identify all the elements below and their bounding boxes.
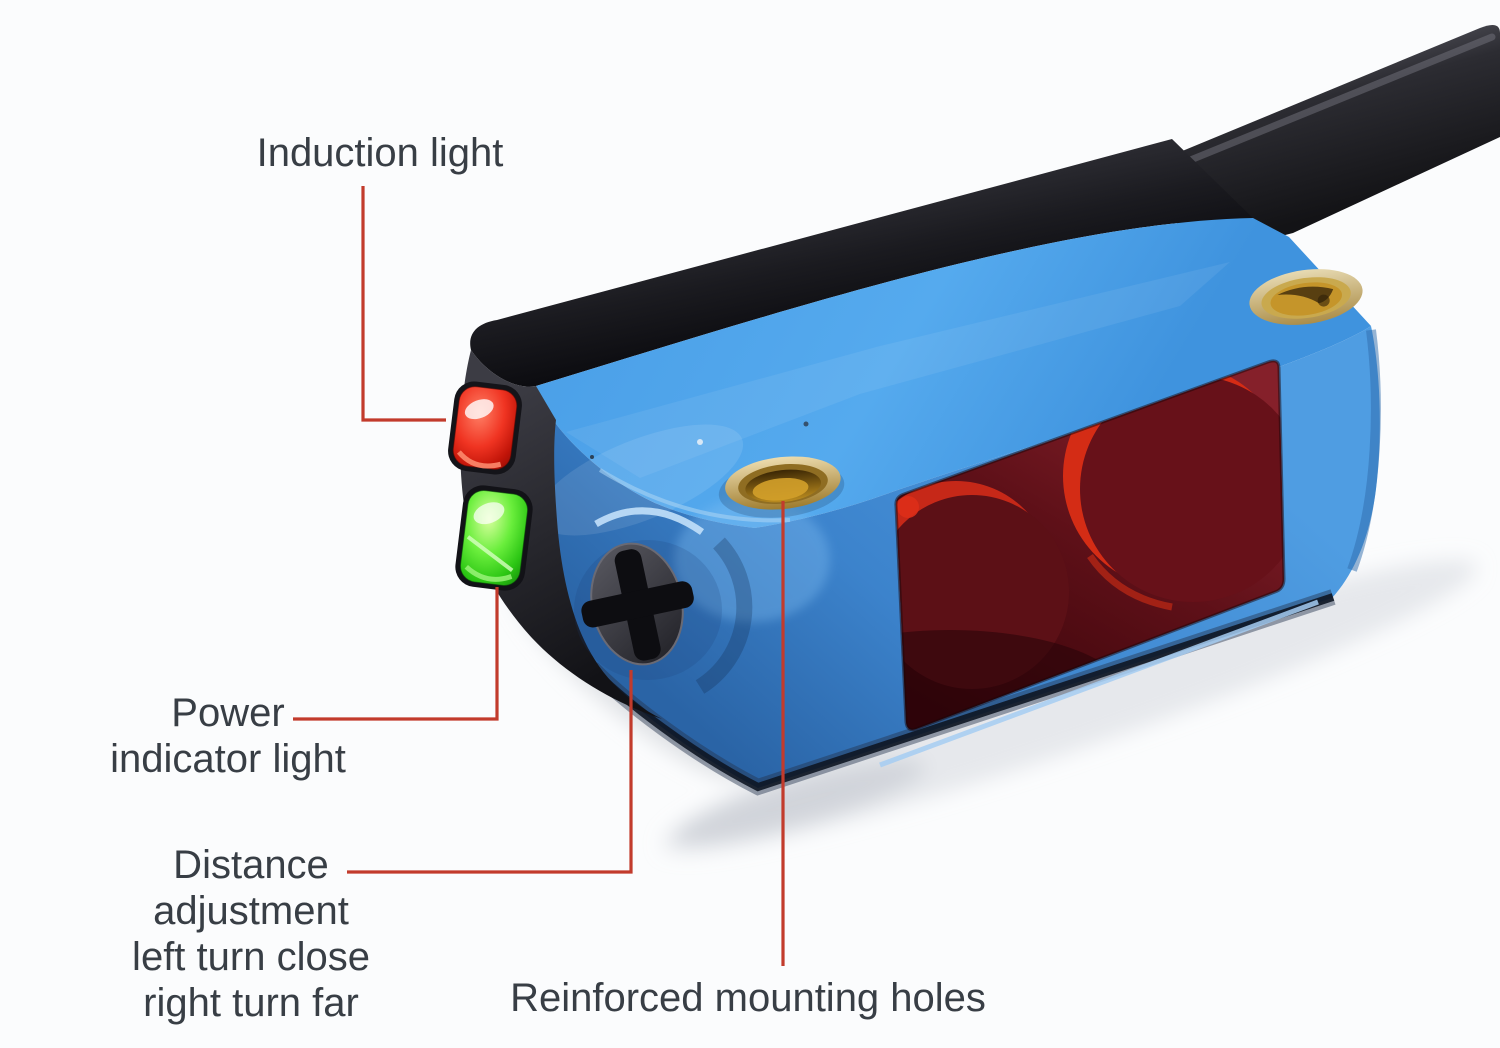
leader-line-power-indicator bbox=[293, 587, 499, 721]
mounting-hole-rear bbox=[1249, 269, 1363, 325]
screw-cross-slot-horizontal bbox=[581, 581, 694, 628]
dust-specks bbox=[590, 421, 809, 459]
sensor-cable bbox=[1146, 24, 1500, 242]
leader-line-induction-light bbox=[361, 186, 446, 422]
distance-adjustment-screw bbox=[574, 507, 753, 694]
distance-adjustment-label-line4: right turn far bbox=[143, 981, 359, 1025]
distance-adjustment-label-line2: adjustment bbox=[153, 889, 349, 933]
power-indicator-light-label: Power indicator light bbox=[110, 690, 346, 782]
distance-adjustment-label: Distance adjustment left turn close righ… bbox=[132, 842, 370, 1026]
leader-lines bbox=[293, 186, 785, 966]
gloss-highlights bbox=[536, 262, 1381, 622]
induction-light-label: Induction light bbox=[256, 131, 504, 175]
mounting-hole-front bbox=[718, 456, 845, 518]
sensor-back-band bbox=[470, 139, 1253, 387]
sensor-lens bbox=[894, 359, 1286, 732]
reinforced-mounting-holes-label: Reinforced mounting holes bbox=[510, 976, 986, 1020]
distance-adjustment-label-line3: left turn close bbox=[132, 935, 370, 979]
power-led bbox=[455, 485, 533, 591]
induction-led bbox=[448, 381, 522, 475]
lens-optic-right bbox=[1080, 376, 1284, 602]
sensor-top-face bbox=[536, 218, 1371, 528]
leader-line-distance-adjustment bbox=[347, 670, 633, 874]
power-indicator-light-label-line2: indicator light bbox=[110, 737, 346, 781]
distance-adjustment-label-line1: Distance bbox=[173, 843, 329, 887]
power-indicator-light-label-line1: Power bbox=[171, 691, 285, 735]
